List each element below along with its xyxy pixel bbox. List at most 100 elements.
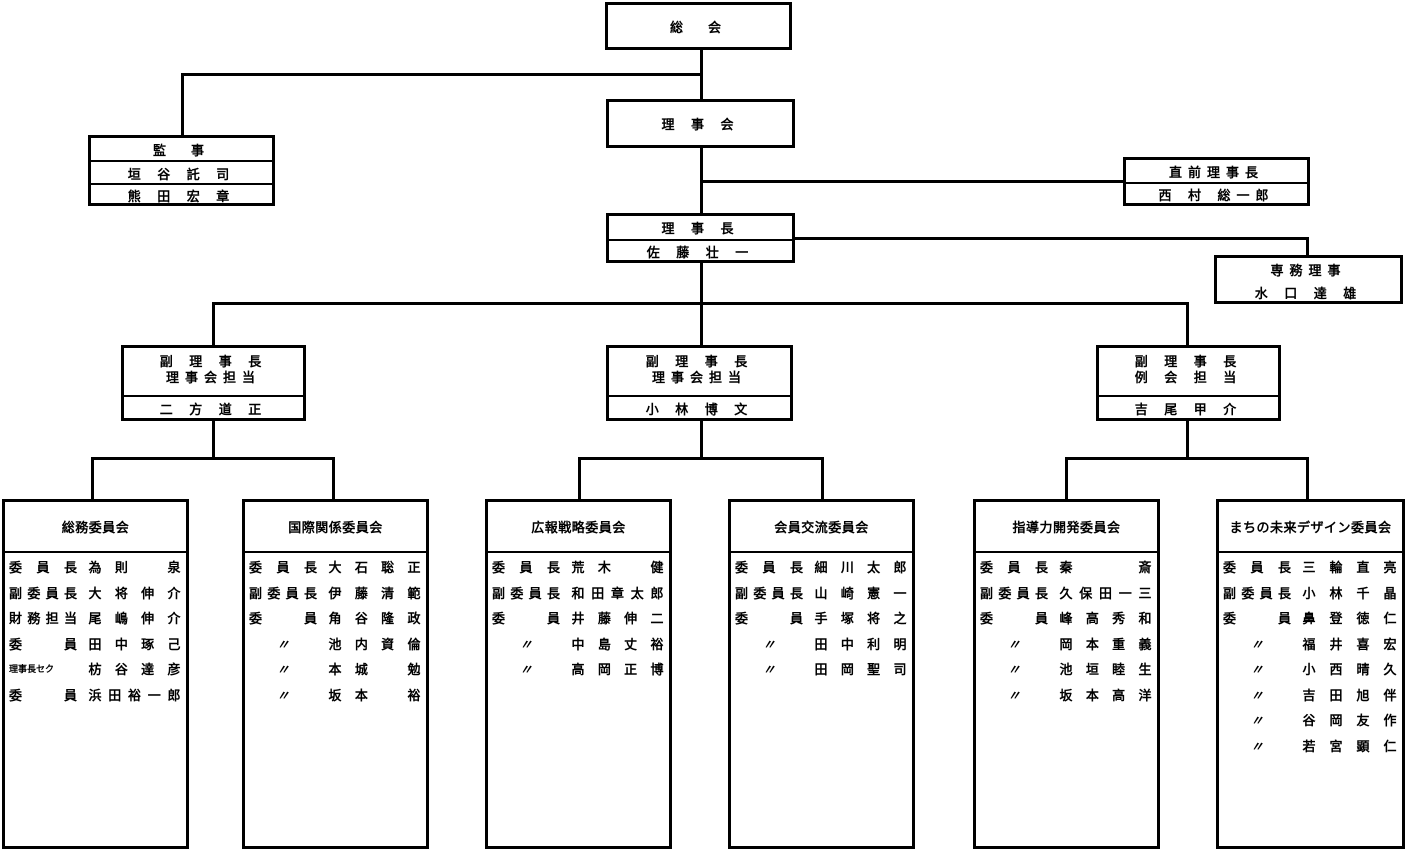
member-row: 〃田岡聖司	[735, 656, 908, 682]
senmu-name: 水 口 達 雄	[1254, 287, 1363, 302]
member-row: 委 員井藤伸二	[492, 605, 665, 631]
member-row: 委 員峰高秀和	[980, 605, 1153, 631]
member-role: 〃	[519, 637, 533, 653]
member-name: 浜田裕一郎	[88, 688, 181, 704]
member-role: 〃	[1007, 688, 1021, 704]
member-row: 副委員長大将伸介	[9, 580, 182, 606]
committee-kouhou: 広報戦略委員会 委員長荒木健副委員長和田章太郎委 員井藤伸二〃 中島丈裕〃高岡正博	[485, 499, 672, 849]
member-row: 〃高岡正博	[492, 656, 665, 682]
member-role: 〃	[1250, 688, 1264, 704]
member-name: 池内資倫	[328, 637, 421, 653]
member-name: 中島丈裕	[571, 637, 664, 653]
zenrijicho-name: 西 村 総一郎	[1158, 188, 1275, 204]
member-name: 山崎憲一	[814, 586, 907, 602]
sokai-label: 総 会	[669, 20, 727, 36]
committee-machi-mirai: まちの未来デザイン委員会 委員長三輪直亮副委員長小林千晶委 員鼻登徳仁〃福井喜宏…	[1216, 499, 1405, 849]
member-role: 〃	[1007, 663, 1021, 679]
member-role: 副委員長	[249, 586, 317, 602]
member-name: 大将伸介	[88, 586, 181, 602]
member-role: 〃	[276, 663, 290, 679]
member-role: 〃	[762, 637, 776, 653]
member-row: 副委員長伊藤清範	[249, 580, 422, 606]
member-name: 秦斎	[1059, 561, 1152, 577]
committee-title: まちの未来デザイン委員会	[1229, 521, 1392, 536]
member-row: 〃 中島丈裕	[492, 631, 665, 657]
member-role: 副委員長	[735, 586, 803, 602]
member-row: 委 員浜田裕一郎	[9, 682, 182, 708]
member-row: 〃吉田旭伴	[1223, 682, 1398, 708]
fuku-rijicho-role-3: 副 理 事 長 例 会 担 当	[1134, 355, 1243, 386]
member-row: 委 員角谷隆政	[249, 605, 422, 631]
member-row: 副委員長山崎憲一	[735, 580, 908, 606]
member-role: 委 員	[9, 688, 77, 704]
member-role: 〃	[1007, 637, 1021, 653]
member-role: 委 員	[9, 637, 77, 653]
member-role: 〃	[1250, 663, 1264, 679]
member-role: 委 員	[492, 612, 560, 628]
member-name: 谷岡友作	[1302, 714, 1397, 730]
kanji-title: 監 事	[152, 143, 210, 159]
member-name: 為則泉	[88, 561, 181, 577]
member-role: 委員長	[735, 561, 803, 577]
member-row: 委員長大石聡正	[249, 554, 422, 580]
member-name: 小林千晶	[1302, 586, 1397, 602]
member-row: 〃 谷岡友作	[1223, 707, 1398, 733]
member-name: 枋谷達彦	[88, 663, 181, 679]
member-name: 福井喜宏	[1302, 637, 1397, 653]
member-row: 副委員長久保田一三	[980, 580, 1153, 606]
member-role: 副委員長	[9, 586, 77, 602]
fuku-rijicho-box-1: 副 理 事 長 理事会担当 二 方 道 正	[121, 345, 306, 421]
member-row: 委 員田中琢己	[9, 631, 182, 657]
member-role: 副委員長	[980, 586, 1048, 602]
member-name: 荒木健	[571, 561, 664, 577]
member-name: 大石聡正	[328, 561, 421, 577]
member-name: 若宮顕仁	[1302, 739, 1397, 755]
member-name: 田中琢己	[88, 637, 181, 653]
member-name: 手塚将之	[814, 612, 907, 628]
committee-title: 広報戦略委員会	[531, 521, 626, 536]
committee-shidouryoku: 指導力開発委員会 委員長秦斎副委員長久保田一三委 員峰高秀和〃岡本重義〃池垣睦生…	[973, 499, 1160, 849]
fuku-rijicho-name-3: 吉 尾 甲 介	[1134, 402, 1243, 418]
member-list: 委員長大石聡正副委員長伊藤清範委 員角谷隆政〃 池内資倫〃 本城勉〃坂本裕	[249, 554, 422, 707]
member-row: 副委員長和田章太郎	[492, 580, 665, 606]
member-row: 〃若宮顕仁	[1223, 733, 1398, 759]
member-row: 委員長細川太郎	[735, 554, 908, 580]
member-list: 委員長秦斎副委員長久保田一三委 員峰高秀和〃岡本重義〃池垣睦生〃坂本高洋	[980, 554, 1153, 707]
member-name: 三輪直亮	[1302, 561, 1397, 577]
member-role: 副委員長	[1223, 586, 1291, 602]
kanji-member-2: 熊 田 宏 章	[127, 190, 236, 205]
fuku-rijicho-box-3: 副 理 事 長 例 会 担 当 吉 尾 甲 介	[1096, 345, 1281, 421]
member-list: 委員長細川太郎副委員長山崎憲一委 員手塚将之〃田中利明〃田岡聖司	[735, 554, 908, 682]
member-role: 委 員	[735, 612, 803, 628]
committee-title: 指導力開発委員会	[1012, 521, 1121, 536]
fuku-rijicho-name-2: 小 林 博 文	[645, 402, 754, 418]
committee-soumu: 総務委員会 委員長為則泉副委員長大将伸介財務担当尾嶋伸介委 員田中琢己理事長セク…	[2, 499, 189, 849]
rijikai-box: 理 事 会	[606, 99, 795, 148]
member-name: 角谷隆政	[328, 612, 421, 628]
member-name: 峰高秀和	[1059, 612, 1152, 628]
member-name: 田岡聖司	[814, 663, 907, 679]
member-row: 〃池垣睦生	[980, 656, 1153, 682]
member-row: 〃 本城勉	[249, 656, 422, 682]
committee-kokusai: 国際関係委員会 委員長大石聡正副委員長伊藤清範委 員角谷隆政〃 池内資倫〃 本城勉〃…	[242, 499, 429, 849]
member-name: 小西晴久	[1302, 663, 1397, 679]
rijikai-label: 理 事 会	[661, 118, 740, 133]
member-row: 〃田中利明	[735, 631, 908, 657]
member-role: 理事長セク	[9, 665, 55, 676]
fuku-rijicho-name-1: 二 方 道 正	[159, 402, 268, 418]
committee-title: 国際関係委員会	[288, 521, 383, 536]
kanji-member-1: 垣 谷 託 司	[127, 167, 236, 183]
member-list: 委員長為則泉副委員長大将伸介財務担当尾嶋伸介委 員田中琢己理事長セク枋谷達彦委 …	[9, 554, 182, 707]
member-name: 久保田一三	[1059, 586, 1152, 602]
member-name: 本城勉	[328, 663, 421, 679]
member-role: 〃	[1250, 637, 1264, 653]
zenrijicho-box: 直前理事長 西 村 総一郎	[1123, 157, 1310, 206]
member-role: 〃	[1250, 714, 1264, 730]
member-row: 〃坂本裕	[249, 682, 422, 708]
fuku-rijicho-box-2: 副 理 事 長 理事会担当 小 林 博 文	[606, 345, 793, 421]
member-role: 財務担当	[9, 612, 77, 628]
member-row: 副委員長小林千晶	[1223, 580, 1398, 606]
member-role: 委員長	[9, 561, 77, 577]
member-role: 委員長	[1223, 561, 1291, 577]
member-role: 委員長	[492, 561, 560, 577]
